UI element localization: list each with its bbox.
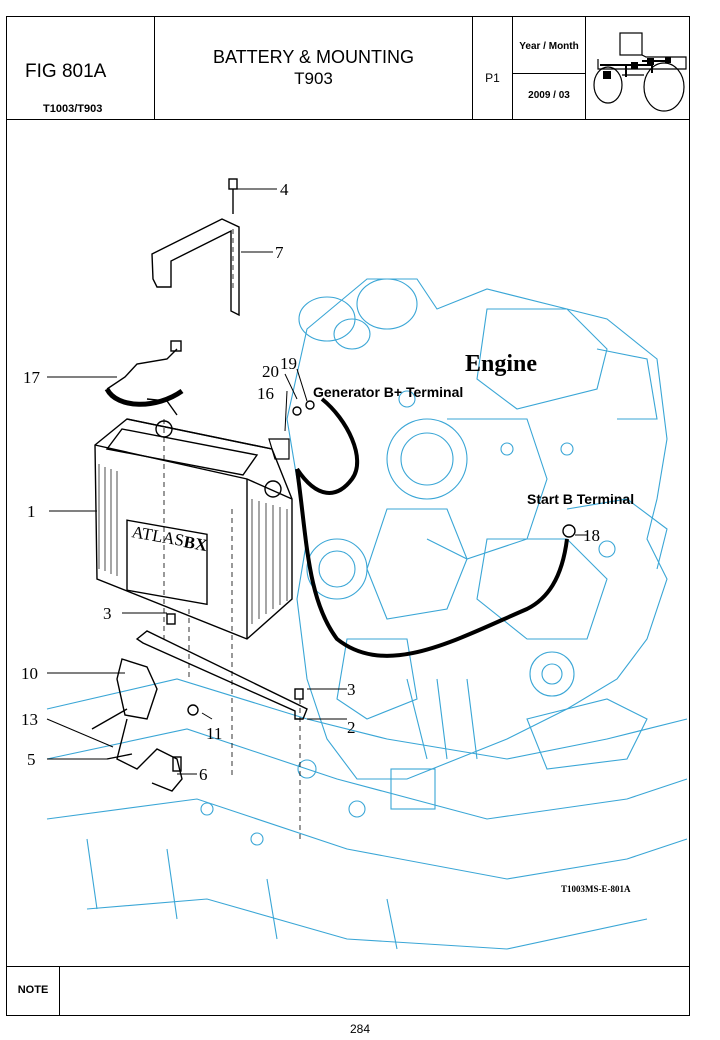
ground-cable xyxy=(104,340,184,416)
callout-16: 16 xyxy=(257,384,274,403)
generator-terminal-label: Generator B+ Terminal xyxy=(313,384,463,400)
callout-11: 11 xyxy=(206,724,222,743)
tractor-icon xyxy=(593,32,687,112)
year-month-label: Year / Month xyxy=(519,41,579,52)
callout-1: 1 xyxy=(27,502,36,521)
model-code: T1003/T903 xyxy=(43,103,103,115)
callout-4: 4 xyxy=(280,180,289,199)
leader-lines xyxy=(46,188,587,775)
title-block: FIG 801A T1003/T903 BATTERY & MOUNTING T… xyxy=(7,17,689,120)
start-terminal-label: Start B Terminal xyxy=(527,491,634,507)
tractor-icon-cell xyxy=(586,17,691,119)
title-line-1: BATTERY & MOUNTING xyxy=(212,47,415,67)
parts-diagram: ATLAS BX xyxy=(7,119,689,967)
figure-number: FIG 801A xyxy=(25,61,107,82)
callout-10: 10 xyxy=(21,664,38,683)
battery-hold-bracket xyxy=(151,178,240,317)
callout-18: 18 xyxy=(583,526,600,545)
battery-base-bracket xyxy=(91,613,308,792)
title-line-2: T903 xyxy=(294,69,333,88)
battery-model: BX xyxy=(182,532,209,555)
engine-label: Engine xyxy=(465,351,537,377)
callout-3-upper: 3 xyxy=(103,604,112,623)
callout-13: 13 xyxy=(21,710,38,729)
callout-5: 5 xyxy=(27,750,36,769)
drawing-code: T1003MS-E-801A xyxy=(561,884,631,894)
note-label-cell: NOTE xyxy=(7,967,60,1015)
year-month-cell: Year / Month 2009 / 03 xyxy=(513,17,586,119)
figure-cell: FIG 801A T1003/T903 xyxy=(7,17,155,119)
callout-20: 20 xyxy=(262,362,279,381)
callout-3-lower: 3 xyxy=(347,680,356,699)
note-row: NOTE xyxy=(7,966,689,1015)
title-cell: BATTERY & MOUNTING T903 xyxy=(155,17,473,119)
engine-outline xyxy=(46,278,688,950)
callout-17: 17 xyxy=(23,368,41,387)
page-frame: FIG 801A T1003/T903 BATTERY & MOUNTING T… xyxy=(6,16,690,1016)
year-month-value: 2009 / 03 xyxy=(528,90,570,101)
page-code: P1 xyxy=(485,71,500,85)
callout-6: 6 xyxy=(199,765,208,784)
battery-mounting-drawing: ATLAS BX xyxy=(21,178,688,950)
callout-19: 19 xyxy=(280,354,297,373)
positive-cable xyxy=(268,397,576,658)
page-code-cell: P1 xyxy=(473,17,513,119)
note-label: NOTE xyxy=(17,984,49,996)
callout-7: 7 xyxy=(275,243,284,262)
battery xyxy=(94,418,293,640)
page-number: 284 xyxy=(349,1022,371,1036)
callout-2: 2 xyxy=(347,718,356,737)
battery-brand: ATLAS xyxy=(130,522,185,550)
